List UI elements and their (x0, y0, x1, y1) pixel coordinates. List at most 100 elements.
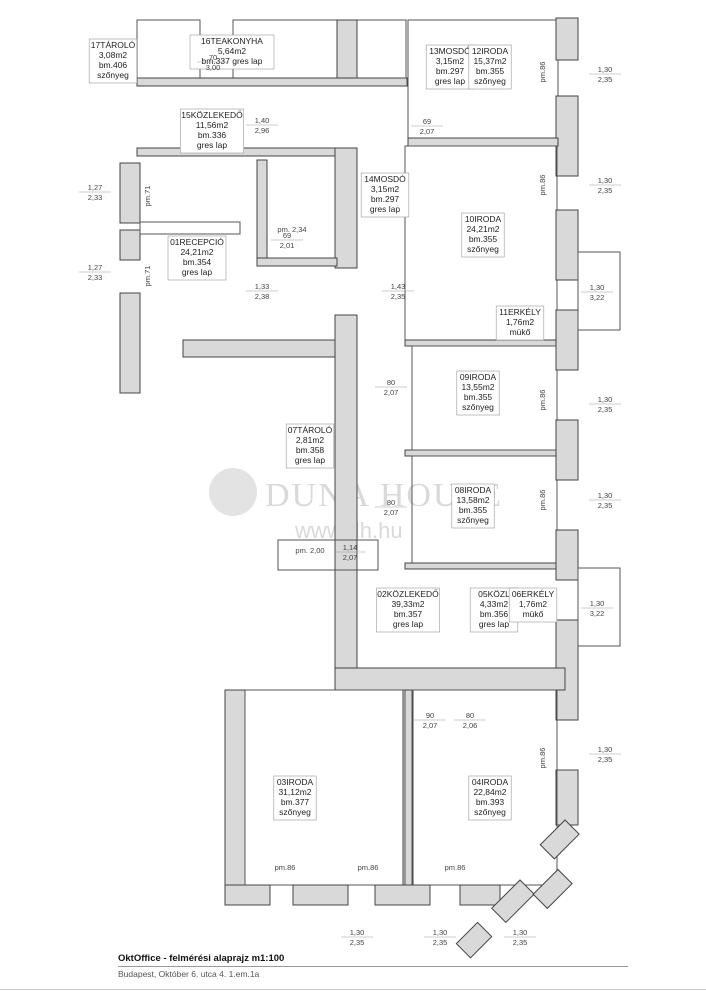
wall (555, 529, 579, 581)
room-detail: bm.355 (464, 392, 493, 402)
dimension-width: 1,30 (598, 176, 613, 185)
room-detail: bm.377 (281, 797, 310, 807)
dimension-height: 2,33 (88, 273, 103, 282)
room-label-box (456, 370, 500, 416)
wall (555, 769, 579, 826)
dimension-height: 2,35 (598, 405, 613, 414)
room-detail: bm.336 (198, 130, 227, 140)
dimension-width: 1,30 (598, 395, 613, 404)
room-label-box (180, 108, 244, 154)
room-detail: szőnyeg (462, 402, 494, 412)
sill-height: pm.86 (538, 62, 547, 83)
room-name: 04IRODA (472, 777, 509, 787)
room-detail: 11,56m2 (196, 120, 229, 130)
room-detail: mükő (523, 609, 544, 619)
room-detail: bm.357 (394, 609, 423, 619)
room-detail: 31,12m2 (278, 787, 311, 797)
room-name: 06ERKÉLY (512, 589, 555, 599)
dimension-height: 2,07 (343, 553, 358, 562)
room-name: 17TÁROLÓ (91, 40, 136, 50)
room-detail: szőnyeg (97, 70, 129, 80)
dimension-height: 2,35 (433, 938, 448, 947)
dimension-width: 1,30 (598, 745, 613, 754)
wall (555, 209, 579, 281)
room-detail: gres lap (479, 619, 510, 629)
room-label-box (461, 212, 505, 258)
room-detail: bm.297 (436, 66, 465, 76)
wall (459, 884, 501, 906)
room-label-box (376, 587, 440, 633)
room-label-box (167, 235, 227, 281)
dimension-annotations: 1,302,351,302,351,303,221,302,351,302,35… (79, 53, 621, 947)
room-name: 16TEAKONYHA (201, 36, 263, 46)
room-detail: szőnyeg (474, 807, 506, 817)
room-detail: bm.406 (99, 60, 128, 70)
room-detail: szőnyeg (457, 515, 489, 525)
dimension-height: 2,38 (255, 292, 270, 301)
room-detail: mükő (510, 327, 531, 337)
wall (119, 229, 141, 261)
sill-height: pm.86 (538, 748, 547, 769)
room-name: 08IRODA (455, 485, 492, 495)
wall (374, 884, 431, 906)
room-name: 13MOSDÓ (429, 46, 471, 56)
room-detail: bm.355 (459, 505, 488, 515)
wall-outline (244, 689, 406, 886)
wall (334, 147, 358, 269)
room-detail: 3,08m2 (99, 50, 128, 60)
title-block: OktOffice - felmérési alaprajz m1:100 Bu… (118, 953, 628, 979)
dimension-height: 2,07 (423, 721, 438, 730)
room-label-box (425, 44, 475, 90)
sill-height: pm.86 (358, 863, 379, 872)
sill-height: pm.86 (538, 175, 547, 196)
room-detail: bm.355 (476, 66, 505, 76)
beam (139, 221, 241, 235)
room-name: 01RECEPCIÓ (170, 237, 224, 247)
plan-title: OktOffice - felmérési alaprajz m1:100 (118, 953, 628, 967)
room-label-box (360, 172, 410, 218)
dimension-height: 2,07 (420, 127, 435, 136)
room-detail: 13,55m2 (461, 382, 494, 392)
wall (555, 309, 579, 371)
dimension-width: 80 (466, 711, 474, 720)
dimension-height: 3,22 (590, 609, 605, 618)
wall-outline (411, 345, 558, 451)
room-detail: 15,37m2 (473, 56, 506, 66)
walls (119, 17, 621, 959)
dimension-width: 90 (426, 711, 434, 720)
dimension-width: 69 (423, 117, 431, 126)
dimension-height: 2,01 (280, 241, 295, 250)
room-detail: gres lap (435, 76, 466, 86)
room-name: 03IRODA (277, 777, 314, 787)
wall-outline (277, 539, 379, 571)
wall (404, 339, 558, 347)
wall (555, 17, 579, 61)
dimension-width: 80 (387, 498, 395, 507)
wall (404, 449, 558, 457)
dimension-width: 1,40 (255, 116, 270, 125)
dimension-width: 1,30 (598, 491, 613, 500)
room-detail: 3,15m2 (371, 184, 400, 194)
room-name: 05KÖZL (478, 589, 510, 599)
room-name: 12IRODA (472, 46, 509, 56)
sill-height: pm.71 (143, 186, 152, 207)
wall (119, 162, 141, 224)
dimension-height: 2,35 (350, 938, 365, 947)
room-name: 10IRODA (465, 214, 502, 224)
room-detail: szőnyeg (279, 807, 311, 817)
room-detail: bm.358 (296, 445, 325, 455)
wall (334, 314, 358, 691)
room-label-box (88, 38, 138, 84)
wall (336, 19, 358, 83)
dimension-width: 70 (209, 53, 217, 62)
dimension-width: 80 (387, 378, 395, 387)
room-name: 14MOSDÓ (364, 174, 406, 184)
room-detail: 5,64m2 (218, 46, 247, 56)
room-label-box (285, 423, 335, 469)
duna-house-logo-icon (209, 468, 257, 516)
room-name: 11ERKÉLY (499, 307, 541, 317)
room-labels: 17TÁROLÓ3,08m2bm.406szőnyeg16TEAKONYHA5,… (88, 34, 558, 821)
dimension-height: 2,35 (513, 938, 528, 947)
balcony-06 (577, 567, 621, 647)
room-detail: gres lap (197, 140, 228, 150)
